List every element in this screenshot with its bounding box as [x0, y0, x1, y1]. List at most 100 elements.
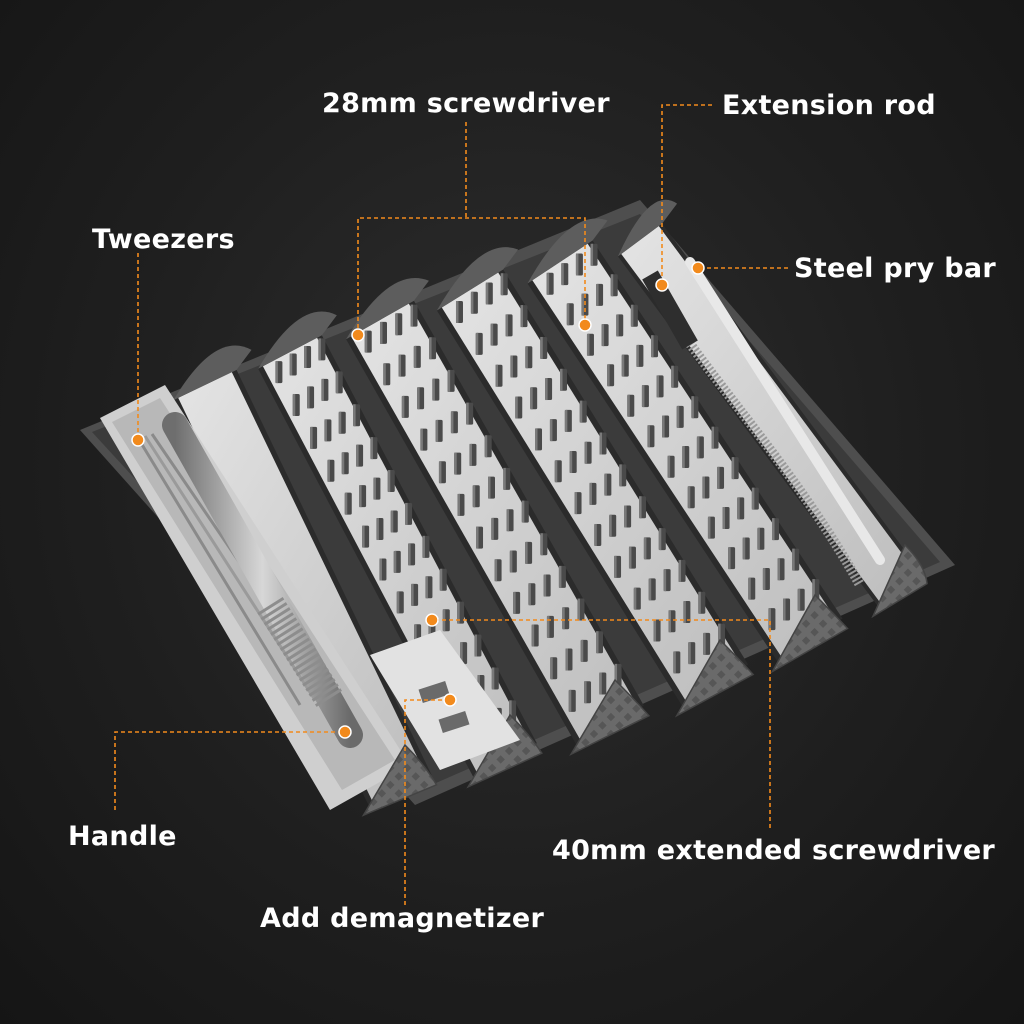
screwdriver-bit-highlight — [627, 394, 630, 417]
tray-fin — [258, 311, 337, 369]
screwdriver-bit-highlight — [599, 432, 603, 455]
screwdriver-bit-highlight — [691, 396, 694, 419]
steel-pry-bar — [685, 257, 885, 565]
screwdriver-bit-highlight — [628, 546, 632, 569]
screwdriver-bit-highlight — [579, 400, 583, 423]
tray-fin — [436, 247, 519, 311]
screwdriver-bit-highlight — [535, 428, 538, 451]
label-tweezers: Tweezers — [92, 224, 235, 255]
screwdriver-bit-highlight — [324, 419, 327, 442]
screwdriver-bit-highlight — [414, 624, 417, 647]
handle-tool — [162, 412, 363, 748]
screwdriver-bit-highlight — [676, 405, 680, 428]
screwdriver-bit-highlight — [707, 516, 711, 539]
screwdriver-bit-highlight — [648, 578, 652, 601]
screwdriver-bit-highlight — [667, 455, 671, 478]
screwdriver-bit-highlight — [792, 548, 795, 571]
screwdriver-bit-highlight — [422, 535, 425, 558]
screwdriver-bit-highlight — [777, 558, 781, 581]
tray-grip-end — [871, 543, 928, 619]
screwdriver-bit-highlight — [506, 509, 510, 532]
screwdriver-bit-highlight — [742, 537, 746, 560]
tray-fin — [346, 277, 429, 340]
screwdriver-bit-highlight — [584, 681, 587, 704]
screwdriver-bit-highlight — [335, 371, 339, 394]
screwdriver-bit-highlight — [525, 346, 528, 369]
screwdriver-bit-highlight — [450, 411, 454, 434]
screwdriver-bit-highlight — [491, 667, 495, 690]
screwdriver-bit-highlight — [398, 354, 402, 377]
label-demagnetizer: Add demagnetizer — [260, 903, 545, 934]
screwdriver-bit-highlight — [469, 443, 472, 466]
screwdriver-bit-highlight — [510, 355, 513, 378]
label-steel-pry-bar: Steel pry bar — [794, 253, 997, 284]
screwdriver-bit-highlight — [495, 364, 498, 387]
screwdriver-bit-highlight — [474, 634, 477, 657]
screwdriver-bit-highlight — [722, 507, 726, 530]
screwdriver-bit-highlight — [500, 273, 504, 296]
screwdriver-bit-highlight — [564, 409, 568, 432]
tray-grip-end — [466, 713, 543, 789]
screwdriver-bit-highlight — [338, 411, 342, 434]
screwdriver-bit-highlight — [641, 385, 645, 408]
screwdriver-bit-highlight — [485, 282, 489, 305]
callout-lines — [114, 104, 790, 905]
screwdriver-bit-highlight — [783, 598, 786, 621]
screwdriver-bit-highlight — [438, 461, 442, 484]
screwdriver-bit-highlight — [292, 393, 296, 416]
screwdriver-bit-highlight — [405, 502, 408, 525]
screwdriver-bit-highlight — [540, 533, 543, 556]
screwdriver-bit-highlight — [589, 482, 592, 505]
screwdriver-bit-highlight — [584, 441, 588, 464]
screwdriver-bit-highlight — [574, 492, 578, 515]
screwdriver-bit-highlight — [457, 493, 460, 516]
screwdriver-bit-highlight — [521, 500, 525, 523]
label-extension-rod: Extension rod — [722, 90, 936, 121]
screwdriver-bit-highlight — [396, 591, 400, 614]
screwdriver-bit-highlight — [503, 467, 506, 490]
tray-fin — [617, 199, 678, 257]
screwdriver-bit-highlight — [546, 272, 550, 295]
screwdriver-bit-highlight — [609, 514, 612, 537]
screwdriver-bit-highlight — [546, 615, 550, 638]
screwdriver-bit-highlight — [344, 492, 348, 515]
tray-grip-end — [674, 638, 755, 718]
screwdriver-bit-highlight — [466, 402, 469, 425]
screwdriver-bit-highlight — [341, 452, 345, 475]
screwdriver-bit-highlight — [447, 369, 451, 392]
screwdriver-bit-highlight — [621, 354, 625, 377]
screwdriver-bit-highlight — [387, 470, 391, 493]
screwdriver-bit-highlight — [731, 457, 735, 480]
screwdriver-bit-highlight — [470, 291, 474, 314]
screwdriver-bit-highlight — [515, 396, 518, 419]
screwdriver-bit-highlight — [687, 486, 691, 509]
screwdriver-bit-highlight — [604, 473, 607, 496]
screwdriver-bit-highlight — [586, 333, 590, 356]
screwdriver-bit-highlight — [460, 642, 463, 665]
screwdriver-bit-highlight — [429, 337, 432, 360]
screwdriver-bit-highlight — [683, 601, 686, 624]
screwdriver-bit-highlight — [653, 619, 657, 642]
screwdriver-bit-highlight — [757, 527, 760, 550]
screwdriver-bit-highlight — [362, 525, 365, 548]
screwdriver-bit-highlight — [401, 395, 405, 418]
screwdriver-bit-highlight — [561, 263, 564, 286]
screwdriver-bit-highlight — [678, 559, 682, 582]
tray-grips — [361, 543, 928, 817]
screwdriver-bit-highlight — [373, 477, 376, 500]
label-handle: Handle — [68, 821, 177, 852]
screwdriver-bit-highlight — [550, 657, 553, 680]
screwdriver-bit-highlight — [425, 576, 428, 599]
screwdriver-bit-highlight — [545, 378, 548, 401]
screwdriver-bit-highlight — [540, 336, 543, 359]
screwdriver-bit-highlight — [772, 518, 775, 541]
screwdriver-bit-highlight — [643, 537, 647, 560]
screwdriver-bit-highlight — [395, 313, 398, 336]
screwdriver-bit-highlight — [549, 419, 553, 442]
screwdriver-bit-highlight — [668, 610, 671, 633]
screwdriver-bit-highlight — [491, 517, 494, 540]
label-28mm-screwdriver: 28mm screwdriver — [322, 88, 610, 119]
screwdriver-bit-highlight — [307, 386, 310, 409]
screwdriver-bit-highlight — [717, 466, 720, 489]
screwdriver-bit-highlight — [417, 387, 420, 410]
